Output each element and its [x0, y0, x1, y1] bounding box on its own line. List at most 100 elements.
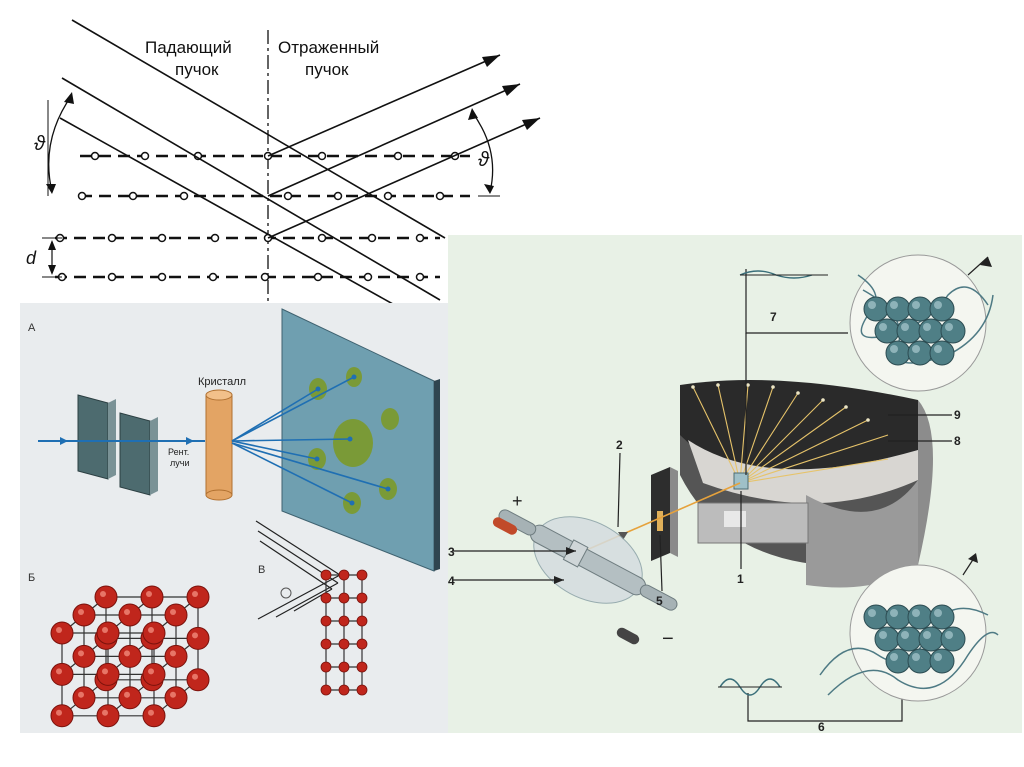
lattice-atom	[164, 644, 188, 668]
plane-atom	[356, 638, 368, 650]
plane-atom	[338, 615, 350, 627]
diffracted-rays	[692, 384, 889, 484]
lattice-atom	[164, 603, 188, 627]
plane-atoms	[55, 151, 460, 282]
atom-sphere	[907, 296, 933, 322]
diffraction-spots	[308, 367, 399, 514]
plane-atom	[338, 684, 350, 696]
plane-atom	[320, 661, 332, 673]
cubic-lattice	[50, 585, 210, 728]
callout-2: 2	[616, 438, 623, 452]
plane-atom	[320, 684, 332, 696]
plane-atom	[320, 569, 332, 581]
plane-atom	[338, 569, 350, 581]
callout-lines	[452, 269, 952, 722]
ray-label-2: лучи	[170, 458, 189, 468]
atom-sphere	[929, 296, 955, 322]
left-angle-symbol: ϑ	[34, 133, 46, 155]
lattice-atom	[186, 585, 210, 609]
lattice-atom	[140, 585, 164, 609]
plane-atom	[320, 638, 332, 650]
atom-sphere	[929, 648, 955, 674]
spot-center	[333, 419, 373, 467]
panel-b-label: Б	[28, 572, 35, 584]
callout-6: 6	[818, 720, 825, 733]
plus-sign: +	[512, 491, 523, 511]
panel-a-label: А	[28, 322, 36, 334]
incident-rays	[59, 19, 446, 309]
plane-atom	[356, 569, 368, 581]
atom-inset-bottom	[819, 553, 999, 702]
lattice-atom	[50, 662, 74, 686]
wave-icon-bottom	[719, 678, 781, 696]
atom-sphere	[885, 648, 911, 674]
incident-label-1: Падающий	[145, 38, 232, 57]
callout-1: 1	[737, 572, 744, 586]
plane-atom	[320, 615, 332, 627]
callout-7: 7	[770, 310, 777, 324]
incident-label-2: пучок	[175, 60, 219, 79]
right-angle-arc	[471, 111, 494, 193]
atom-sphere	[918, 318, 944, 344]
callout-4: 4	[448, 574, 455, 588]
left-angle-arc	[48, 94, 73, 193]
atom-inset-top	[849, 254, 994, 392]
atom-sphere	[896, 318, 922, 344]
atom-sphere	[885, 340, 911, 366]
lattice-atom	[96, 621, 120, 645]
lattice-atom	[72, 686, 96, 710]
atom-sphere	[874, 318, 900, 344]
plane-atom	[356, 661, 368, 673]
crystal-mount	[697, 502, 809, 544]
reflected-rays	[267, 54, 541, 239]
plane-atom	[356, 615, 368, 627]
atom-sphere	[940, 626, 966, 652]
laue-svg: А Кристалл Рент. лучи	[28, 308, 440, 728]
plane-atom	[356, 592, 368, 604]
callout-3: 3	[448, 545, 455, 559]
sample-crystal	[733, 472, 749, 490]
crystal-cylinder	[205, 394, 233, 496]
plane-atom	[356, 684, 368, 696]
reflected-label-1: Отраженный	[278, 38, 379, 57]
callout-9: 9	[954, 408, 961, 422]
lattice-atom	[72, 603, 96, 627]
collimator-plate-1	[77, 394, 109, 480]
reflected-label-2: пучок	[305, 60, 349, 79]
atom-sphere	[885, 296, 911, 322]
lattice-atom	[118, 644, 142, 668]
right-angle-symbol: ϑ	[478, 149, 490, 171]
lattice-atom	[186, 668, 210, 692]
lattice-atom	[186, 626, 210, 650]
laue-panel: А Кристалл Рент. лучи	[20, 303, 448, 733]
lattice-atom	[142, 662, 166, 686]
anode-terminal	[492, 517, 518, 535]
lattice-atom	[164, 686, 188, 710]
ray-arrowheads	[482, 55, 540, 130]
atom-sphere	[907, 648, 933, 674]
minus-sign: −	[662, 628, 674, 650]
atom-sphere	[918, 626, 944, 652]
atom-sphere	[929, 340, 955, 366]
lattice-atom	[118, 686, 142, 710]
crystal-label: Кристалл	[198, 376, 246, 388]
lattice-atom	[50, 621, 74, 645]
atom-sphere	[907, 604, 933, 630]
bragg-diagram: ϑ ϑ d Падающий пучок Отраженный пучок	[0, 0, 560, 310]
panel-v-label: В	[258, 564, 265, 576]
atom-sphere	[885, 604, 911, 630]
cathode-arm	[639, 584, 678, 611]
lattice-atom	[72, 644, 96, 668]
atom-sphere	[863, 604, 889, 630]
lattice-atom	[96, 662, 120, 686]
lattice-atom	[94, 585, 118, 609]
atom-sphere	[940, 318, 966, 344]
xray-spectrometer-panel: + − 3 4 2 5 1 7 9 8 6	[448, 235, 1022, 734]
plane-atom	[338, 592, 350, 604]
lattice-atom	[142, 704, 166, 728]
atom-sphere	[863, 296, 889, 322]
callout-8: 8	[954, 434, 961, 448]
lattice-atom	[96, 704, 120, 728]
callout-5: 5	[656, 594, 663, 608]
planar-lattice	[320, 569, 368, 696]
